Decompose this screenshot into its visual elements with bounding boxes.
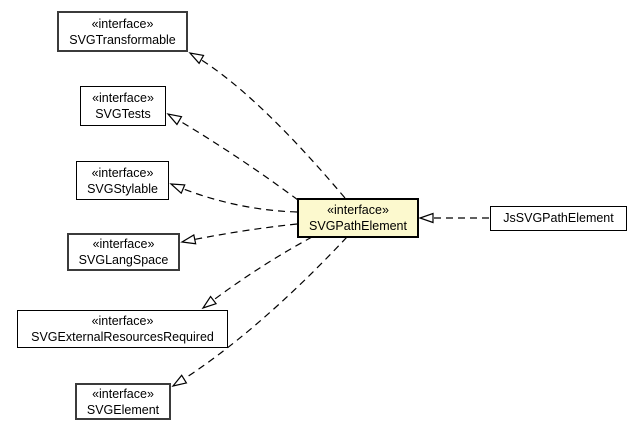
node-svgexternalresourcesrequired[interactable]: «interface» SVGExternalResourcesRequired bbox=[17, 310, 228, 348]
edge-svgpathelement-to-svgtransformable bbox=[188, 52, 346, 199]
node-svgtransformable[interactable]: «interface» SVGTransformable bbox=[57, 11, 188, 52]
edge-svgpathelement-to-svgstylable bbox=[169, 183, 298, 213]
class-name: JsSVGPathElement bbox=[503, 211, 614, 225]
class-name: SVGStylable bbox=[87, 181, 158, 196]
class-name: SVGElement bbox=[86, 402, 160, 417]
stereotype-label: «interface» bbox=[91, 165, 154, 180]
class-name: SVGLangSpace bbox=[78, 253, 169, 267]
stereotype-label: «interface» bbox=[92, 237, 155, 251]
stereotype-label: «interface» bbox=[92, 91, 154, 105]
edge-svgpathelement-to-svgelement bbox=[171, 236, 348, 387]
class-name: SVGTransformable bbox=[69, 32, 176, 47]
node-svgtests[interactable]: «interface» SVGTests bbox=[80, 86, 166, 126]
class-name: SVGPathElement bbox=[309, 219, 407, 233]
edge-svgpathelement-to-svgtests bbox=[166, 113, 299, 201]
class-name: SVGTests bbox=[95, 107, 151, 121]
stereotype-label: «interface» bbox=[327, 203, 389, 217]
stereotype-label: «interface» bbox=[91, 314, 154, 328]
class-name: SVGExternalResourcesRequired bbox=[31, 330, 214, 344]
edge-svgpathelement-to-svglangspace bbox=[180, 223, 298, 245]
node-svgpathelement[interactable]: «interface» SVGPathElement bbox=[297, 198, 419, 238]
edge-svgpathelement-to-svgexternalresourcesrequired bbox=[201, 236, 313, 310]
stereotype-label: «interface» bbox=[92, 386, 154, 401]
stereotype-label: «interface» bbox=[91, 16, 154, 31]
node-svglangspace[interactable]: «interface» SVGLangSpace bbox=[67, 233, 180, 271]
node-svgstylable[interactable]: «interface» SVGStylable bbox=[76, 161, 169, 200]
node-svgelement[interactable]: «interface» SVGElement bbox=[75, 383, 171, 420]
node-jssvgpathelement[interactable]: JsSVGPathElement bbox=[490, 206, 627, 231]
